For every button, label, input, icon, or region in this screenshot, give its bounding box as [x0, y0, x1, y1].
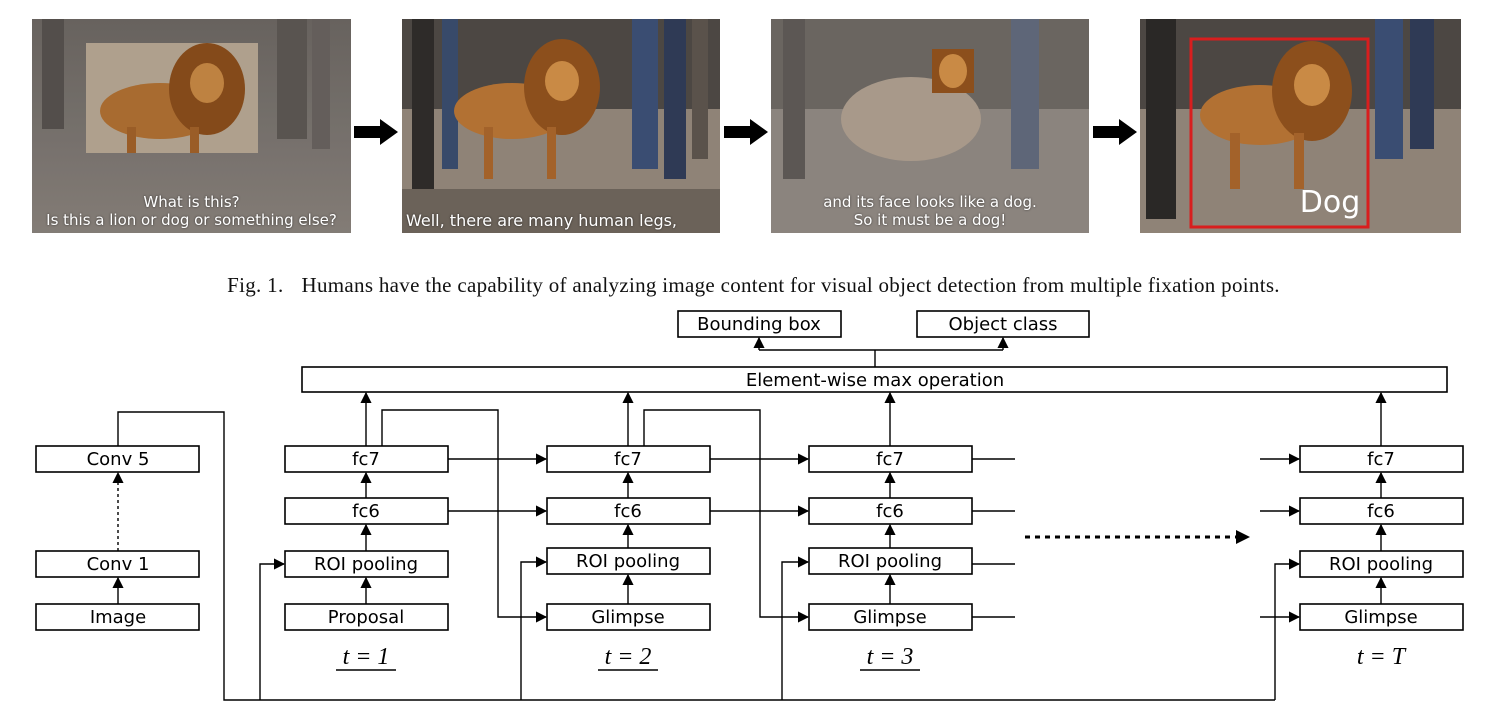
fc7-label: fc7 — [876, 449, 904, 470]
roi-label: ROI pooling — [1329, 554, 1433, 575]
fc6-label: fc6 — [1367, 501, 1395, 522]
panel-2-caption: Well, there are many human legs, — [402, 212, 720, 230]
photo-panel-1: What is this? Is this a lion or dog or s… — [32, 19, 351, 233]
conv5-label: Conv 5 — [87, 449, 150, 470]
bounding-box-label: Bounding box — [697, 314, 821, 335]
arrow-right-icon — [1093, 119, 1137, 145]
timestep-label-t1: t = 1 — [343, 644, 390, 670]
timestep-label-tT: t = T — [1357, 644, 1407, 670]
image-label: Image — [90, 607, 146, 628]
photo-panel-3: and its face looks like a dog. So it mus… — [771, 19, 1089, 233]
detection-label: Dog — [1300, 185, 1361, 220]
connectors — [112, 336, 1387, 701]
fc7-label: fc7 — [352, 449, 380, 470]
dog-photo-legs — [402, 19, 720, 233]
caption-line: and its face looks like a dog. — [823, 193, 1037, 211]
roi-label: ROI pooling — [314, 554, 418, 575]
fc6-label: fc6 — [876, 501, 904, 522]
fc6-label: fc6 — [352, 501, 380, 522]
conv1-label: Conv 1 — [87, 554, 150, 575]
timestep-label-t3: t = 3 — [867, 644, 914, 670]
detection-box — [1189, 37, 1370, 229]
panel-1-caption: What is this? Is this a lion or dog or s… — [32, 193, 351, 229]
caption-line: So it must be a dog! — [853, 211, 1007, 229]
fc7-label: fc7 — [1367, 449, 1395, 470]
roi-label: ROI pooling — [838, 551, 942, 572]
timestep-label-t2: t = 2 — [605, 644, 652, 670]
roi-label: ROI pooling — [576, 551, 680, 572]
dog-photo-dimmed — [32, 19, 351, 233]
input-label: Glimpse — [1344, 607, 1417, 628]
object-class-label: Object class — [948, 314, 1057, 335]
max-operation-label: Element-wise max operation — [746, 370, 1004, 391]
arrow-right-icon — [354, 119, 398, 145]
fc6-label: fc6 — [614, 501, 642, 522]
figure-caption: Fig. 1. Humans have the capability of ana… — [0, 273, 1507, 298]
photo-panel-4: Dog — [1140, 19, 1461, 233]
caption-line: Is this a lion or dog or something else? — [46, 211, 337, 229]
figure-caption-text: Humans have the capability of analyzing … — [301, 273, 1280, 297]
dog-photo-detection: Dog — [1140, 19, 1461, 233]
figure-label: Fig. 1. — [227, 273, 284, 297]
input-label: Glimpse — [853, 607, 926, 628]
dog-photo-face-focus — [771, 19, 1089, 233]
arrow-right-icon — [724, 119, 768, 145]
caption-line: Well, there are many human legs, — [406, 211, 678, 230]
caption-line: What is this? — [143, 193, 240, 211]
fc7-label: fc7 — [614, 449, 642, 470]
photo-panel-2: Well, there are many human legs, — [402, 19, 720, 233]
input-label: Proposal — [328, 607, 404, 628]
input-label: Glimpse — [591, 607, 664, 628]
panel-3-caption: and its face looks like a dog. So it mus… — [771, 193, 1089, 229]
